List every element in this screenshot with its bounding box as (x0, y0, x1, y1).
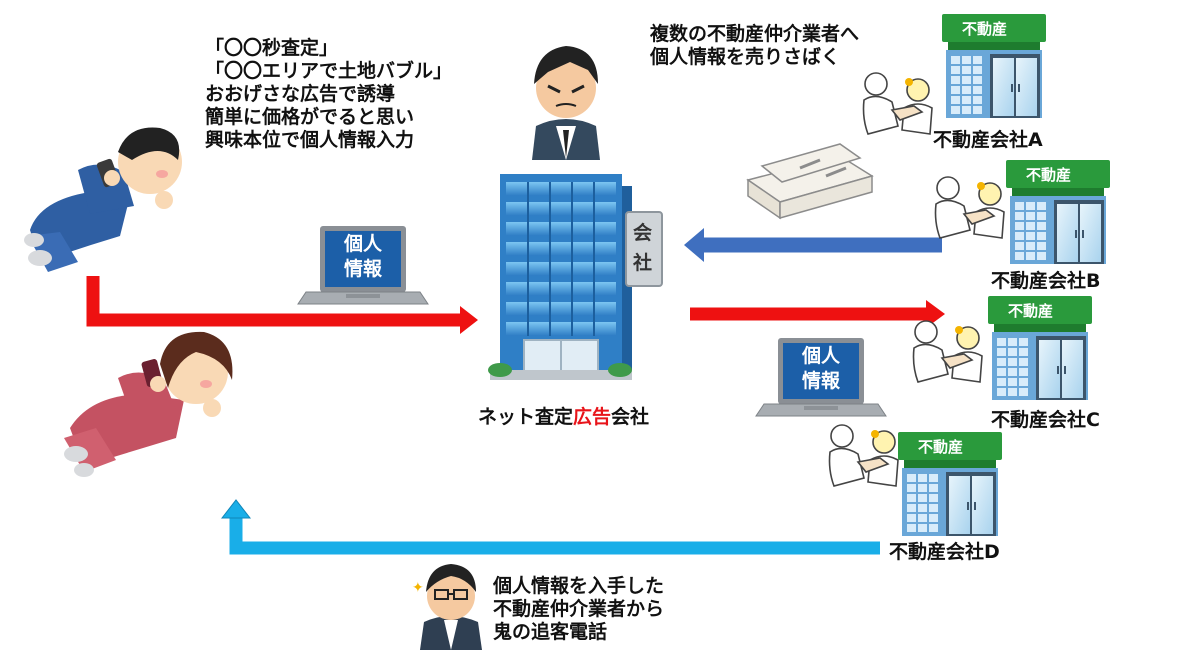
laptop-screen-text-1: 個人 情報 (325, 232, 401, 282)
company-label-highlight: 広告 (573, 406, 612, 428)
ad-lure-line-2: 「〇〇エリアで土地バブル」 (205, 60, 453, 82)
flow-arrow-agency-to-user-calls (220, 499, 880, 555)
ad-lure-annotation: 「〇〇秒査定」 「〇〇エリアで土地バブル」 おおげさな広告で誘導 簡単に価格がで… (205, 37, 452, 152)
money-stack-illustration (746, 143, 874, 220)
data-sale-line-2: 個人情報を売りさばく (650, 46, 841, 68)
shop-c-sign: 不動産 (1008, 302, 1054, 320)
company-label-prefix: ネット査定 (478, 406, 574, 428)
agency-label-c: 不動産会社C (991, 409, 1100, 431)
agency-label-d: 不動産会社D (889, 541, 1000, 563)
laptop-screen-text-2: 個人 情報 (783, 344, 859, 394)
ad-lure-line-1: 「〇〇秒査定」 (205, 37, 339, 59)
aggressive-call-line-3: 鬼の追客電話 (493, 621, 608, 643)
data-sale-line-1: 複数の不動産仲介業者へ (650, 23, 860, 45)
company-label: ネット査定広告会社 (478, 402, 649, 429)
office-building-illustration (488, 174, 663, 380)
flow-arrow-company-to-agencies-data (690, 300, 945, 328)
aggressive-call-annotation: 個人情報を入手した 不動産仲介業者から 鬼の追客電話 (493, 575, 664, 644)
laptop-2-line-1: 個人 (801, 345, 840, 367)
handshake-icon-b (934, 176, 1005, 239)
building-sign-char-1: 会 (633, 222, 653, 244)
building-sign: 会 社 (633, 218, 652, 278)
man-with-phone-illustration (24, 127, 182, 272)
ad-lure-line-4: 簡単に価格がでると思い (205, 106, 415, 128)
handshake-icon-d (828, 424, 899, 487)
aggressive-call-line-2: 不動産仲介業者から (493, 598, 665, 620)
agency-label-a: 不動産会社A (933, 129, 1043, 151)
flow-arrow-agencies-to-company-money (684, 228, 942, 262)
laptop-2-line-2: 情報 (801, 370, 840, 392)
laptop-1-line-1: 個人 (343, 233, 382, 255)
salesman-illustration: ✦ (412, 564, 482, 650)
aggressive-call-line-1: 個人情報を入手した (493, 575, 665, 597)
ad-lure-line-3: おおげさな広告で誘導 (205, 83, 396, 105)
handshake-icon-a (862, 72, 933, 135)
handshake-icon-c (912, 320, 983, 383)
ad-lure-line-5: 興味本位で個人情報入力 (205, 129, 415, 151)
agency-label-b: 不動産会社B (991, 270, 1101, 292)
shop-a-sign: 不動産 (962, 20, 1008, 38)
building-sign-char-2: 社 (633, 252, 653, 274)
flow-arrow-user-to-company (86, 276, 478, 334)
woman-with-phone-illustration (64, 331, 233, 477)
company-label-suffix: 会社 (611, 406, 650, 428)
svg-text:✦: ✦ (412, 580, 424, 596)
shop-b-sign: 不動産 (1026, 166, 1072, 184)
data-sale-annotation: 複数の不動産仲介業者へ 個人情報を売りさばく (650, 23, 859, 69)
shop-d-sign: 不動産 (918, 438, 964, 456)
ceo-illustration (532, 46, 600, 160)
laptop-1-line-2: 情報 (343, 258, 382, 280)
